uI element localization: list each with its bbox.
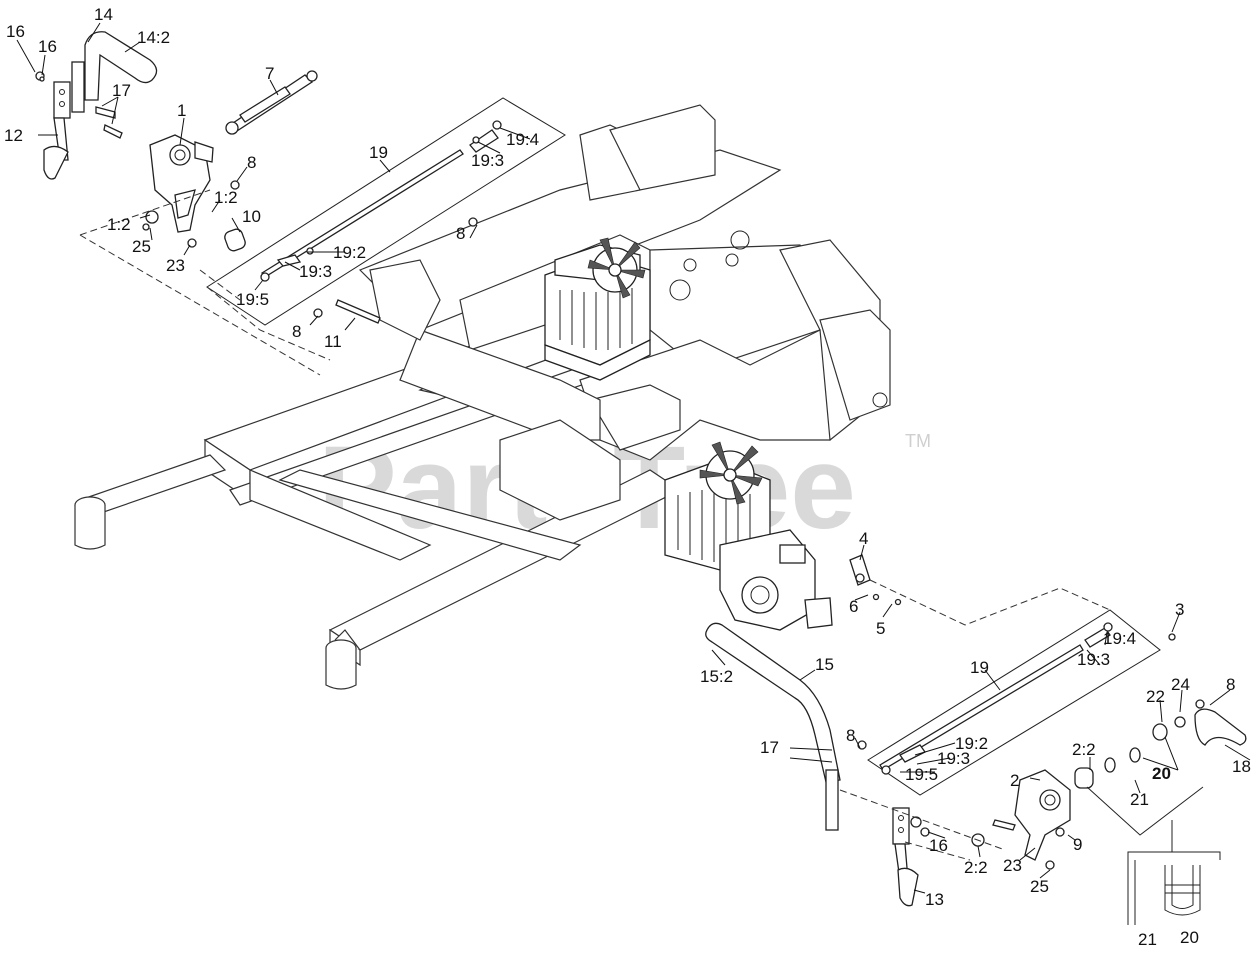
callout-19-4a: 19:4: [506, 130, 539, 149]
callout-8c: 8: [292, 322, 301, 341]
callout-19-5b: 19:5: [905, 765, 938, 784]
callout-21a: 21: [1130, 790, 1149, 809]
callout-23b: 23: [1003, 856, 1022, 875]
lower-fan: [699, 441, 763, 505]
callout-19-3b: 19:3: [299, 262, 332, 281]
callout-18: 18: [1232, 757, 1251, 776]
bracket-18: [1194, 708, 1247, 746]
callout-6: 6: [849, 597, 858, 616]
callout-1: 1: [177, 101, 186, 120]
callout-23a: 23: [166, 256, 185, 275]
callout-19-2a: 19:2: [333, 243, 366, 262]
left-control-lever: [35, 31, 158, 180]
callout-3: 3: [1175, 600, 1184, 619]
leader-lines: [16, 22, 1251, 894]
callout-4: 4: [859, 529, 868, 548]
callout-19b: 19: [970, 658, 989, 677]
callout-20a: 20: [1152, 764, 1171, 783]
damper-7: [225, 70, 318, 135]
callout-25a: 25: [132, 237, 151, 256]
callout-8a: 8: [247, 153, 256, 172]
callout-25b: 25: [1030, 877, 1049, 896]
right-control-lever: [705, 622, 930, 907]
callout-19-3a: 19:3: [471, 151, 504, 170]
callout-19-4b: 19:4: [1103, 629, 1136, 648]
callout-14-2: 14:2: [137, 28, 170, 47]
callout-13: 13: [925, 890, 944, 909]
callout-11: 11: [324, 332, 342, 351]
callout-21b: 21: [1138, 930, 1157, 949]
callout-24: 24: [1171, 675, 1190, 694]
callout-10: 10: [242, 207, 261, 226]
callout-16a: 16: [6, 22, 25, 41]
right-pump-bracket: [971, 699, 1205, 870]
callout-2-2a: 2:2: [1072, 740, 1096, 759]
callout-19-3c: 19:3: [1077, 650, 1110, 669]
transmission-lower: [664, 441, 833, 631]
callout-19a: 19: [369, 143, 388, 162]
detail-inset: [1086, 786, 1221, 925]
right-linkage-assembly: [857, 609, 1176, 796]
callout-2-2b: 2:2: [964, 858, 988, 877]
callout-19-2b: 19:2: [955, 734, 988, 753]
upper-fan: [587, 237, 646, 299]
callout-8e: 8: [846, 726, 855, 745]
callout-14: 14: [94, 5, 113, 24]
callout-16c: 16: [929, 836, 948, 855]
mower-frame: [74, 104, 891, 690]
callout-8b: 8: [456, 224, 465, 243]
callout-1-2b: 1:2: [107, 215, 131, 234]
callout-5: 5: [876, 619, 885, 638]
callout-17b: 17: [760, 738, 779, 757]
left-linkage-assembly: [206, 97, 566, 326]
callout-16b: 16: [38, 37, 57, 56]
callout-17a: 17: [112, 81, 131, 100]
callout-12: 12: [4, 126, 23, 145]
callout-19-5a: 19:5: [236, 290, 269, 309]
callout-19-3d: 19:3: [937, 749, 970, 768]
callout-15: 15: [815, 655, 834, 674]
callout-7: 7: [265, 64, 274, 83]
callout-15-2: 15:2: [700, 667, 733, 686]
callout-20b: 20: [1180, 928, 1199, 947]
transmission-upper: [544, 237, 651, 381]
left-pump-bracket: [142, 134, 246, 252]
reference-lines: [79, 189, 1111, 861]
callout-22: 22: [1146, 687, 1165, 706]
callout-8d: 8: [1226, 675, 1235, 694]
callout-2: 2: [1010, 771, 1019, 790]
pump-arm-4: [849, 554, 902, 606]
watermark-trademark: TM: [905, 431, 931, 451]
callout-1-2a: 1:2: [214, 188, 238, 207]
callout-9: 9: [1073, 835, 1082, 854]
callouts: 16 16 14 14:2 17 12 7 1 8 1:2 10 1:2 25 …: [4, 5, 1251, 949]
